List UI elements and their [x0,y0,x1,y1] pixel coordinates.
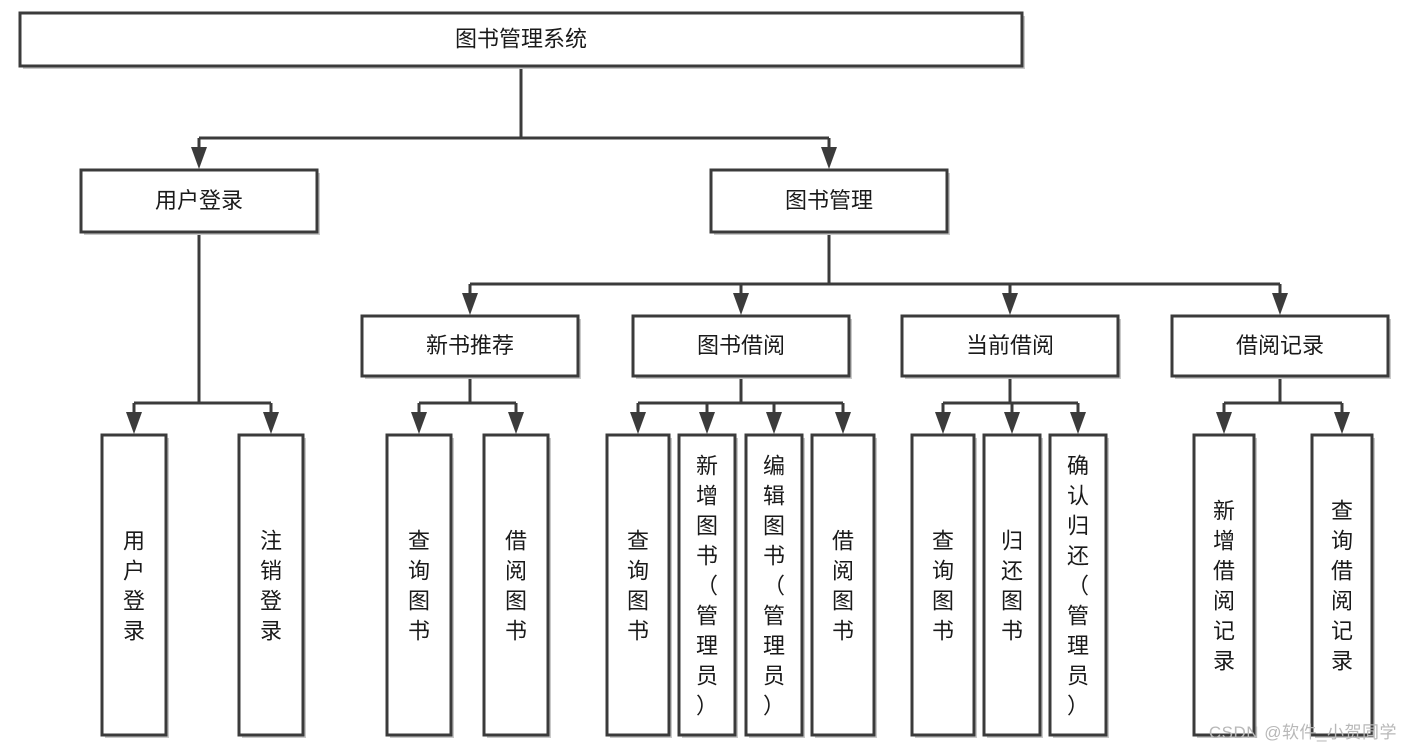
node-l2b[interactable]: 图书管理 [709,168,950,235]
node-lf4[interactable]: 借阅图书 [482,433,551,738]
arrow-head-icon [821,147,837,169]
arrow-head-icon [411,412,427,434]
node-label: 查询图书 [408,528,430,643]
node-lf5[interactable]: 查询图书 [605,433,672,738]
node-l3a[interactable]: 新书推荐 [360,314,581,379]
node-box[interactable] [1310,433,1374,737]
node-label: 查询图书 [627,528,649,643]
arrow-head-icon [1002,293,1018,315]
node-box[interactable] [1048,433,1108,737]
arrow-head-icon [699,412,715,434]
node-box[interactable] [677,433,737,737]
node-label: 图书管理 [785,188,873,213]
node-box[interactable] [744,433,804,737]
edges-layer [126,66,1350,434]
arrow-head-icon [462,293,478,315]
edge-group-l2b [462,232,1288,315]
node-label: 归还图书 [1001,528,1023,643]
edge-group-l3a [411,376,524,434]
node-l3c[interactable]: 当前借阅 [900,314,1121,379]
node-label: 借阅图书 [832,528,854,643]
node-box[interactable] [709,168,949,234]
node-box[interactable] [1170,314,1390,378]
node-box[interactable] [100,433,168,737]
edge-group-l3b [630,376,851,434]
watermark-text: CSDN @软件_小贺同学 [1208,723,1397,742]
node-box[interactable] [237,433,305,737]
node-root[interactable]: 图书管理系统 [18,11,1025,69]
edge-group-l2a [126,232,279,434]
arrow-head-icon [1070,412,1086,434]
node-label: 新书推荐 [426,333,514,358]
arrow-head-icon [263,412,279,434]
arrow-head-icon [935,412,951,434]
node-box[interactable] [982,433,1042,737]
node-label: 新增借阅记录 [1213,498,1235,673]
node-box[interactable] [631,314,851,378]
node-lf2[interactable]: 注销登录 [237,433,306,738]
arrow-head-icon [766,412,782,434]
edge-group-l3d [1216,376,1350,434]
node-l2a[interactable]: 用户登录 [79,168,320,235]
node-label: 编辑图书（管理员） [763,453,785,718]
node-box[interactable] [385,433,453,737]
node-box[interactable] [18,11,1024,68]
node-label: 注销登录 [260,528,282,643]
arrow-head-icon [1004,412,1020,434]
arrow-head-icon [1272,293,1288,315]
node-box[interactable] [1192,433,1256,737]
node-label: 用户登录 [123,528,145,643]
arrow-head-icon [733,293,749,315]
node-label: 用户登录 [155,188,243,213]
arrow-head-icon [191,147,207,169]
node-lf8[interactable]: 借阅图书 [810,433,877,738]
node-label: 确认归还（管理员） [1067,453,1089,718]
edge-group-root [191,66,837,169]
node-label: 借阅记录 [1236,333,1324,358]
nodes-layer: 图书管理系统用户登录图书管理新书推荐图书借阅当前借阅借阅记录用户登录注销登录查询… [18,11,1391,738]
node-box[interactable] [482,433,550,737]
node-box[interactable] [360,314,580,378]
node-label: 查询图书 [932,528,954,643]
node-label: 图书借阅 [697,333,785,358]
node-lf10[interactable]: 归还图书 [982,433,1043,738]
node-box[interactable] [79,168,319,234]
node-lf7[interactable]: 编辑图书（管理员） [744,433,805,738]
node-label: 借阅图书 [505,528,527,643]
node-lf13[interactable]: 查询借阅记录 [1310,433,1375,738]
node-lf6[interactable]: 新增图书（管理员） [677,433,738,738]
node-lf1[interactable]: 用户登录 [100,433,169,738]
node-box[interactable] [605,433,671,737]
node-box[interactable] [910,433,976,737]
node-lf9[interactable]: 查询图书 [910,433,977,738]
node-lf11[interactable]: 确认归还（管理员） [1048,433,1109,738]
node-lf12[interactable]: 新增借阅记录 [1192,433,1257,738]
node-lf3[interactable]: 查询图书 [385,433,454,738]
arrow-head-icon [630,412,646,434]
arrow-head-icon [508,412,524,434]
node-l3b[interactable]: 图书借阅 [631,314,852,379]
node-label: 图书管理系统 [455,26,587,51]
node-l3d[interactable]: 借阅记录 [1170,314,1391,379]
node-label: 查询借阅记录 [1331,498,1353,673]
arrow-head-icon [126,412,142,434]
node-box[interactable] [900,314,1120,378]
node-label: 新增图书（管理员） [696,453,718,718]
edge-group-l3c [935,376,1086,434]
node-label: 当前借阅 [966,333,1054,358]
arrow-head-icon [1216,412,1232,434]
arrow-head-icon [1334,412,1350,434]
node-box[interactable] [810,433,876,737]
arrow-head-icon [835,412,851,434]
